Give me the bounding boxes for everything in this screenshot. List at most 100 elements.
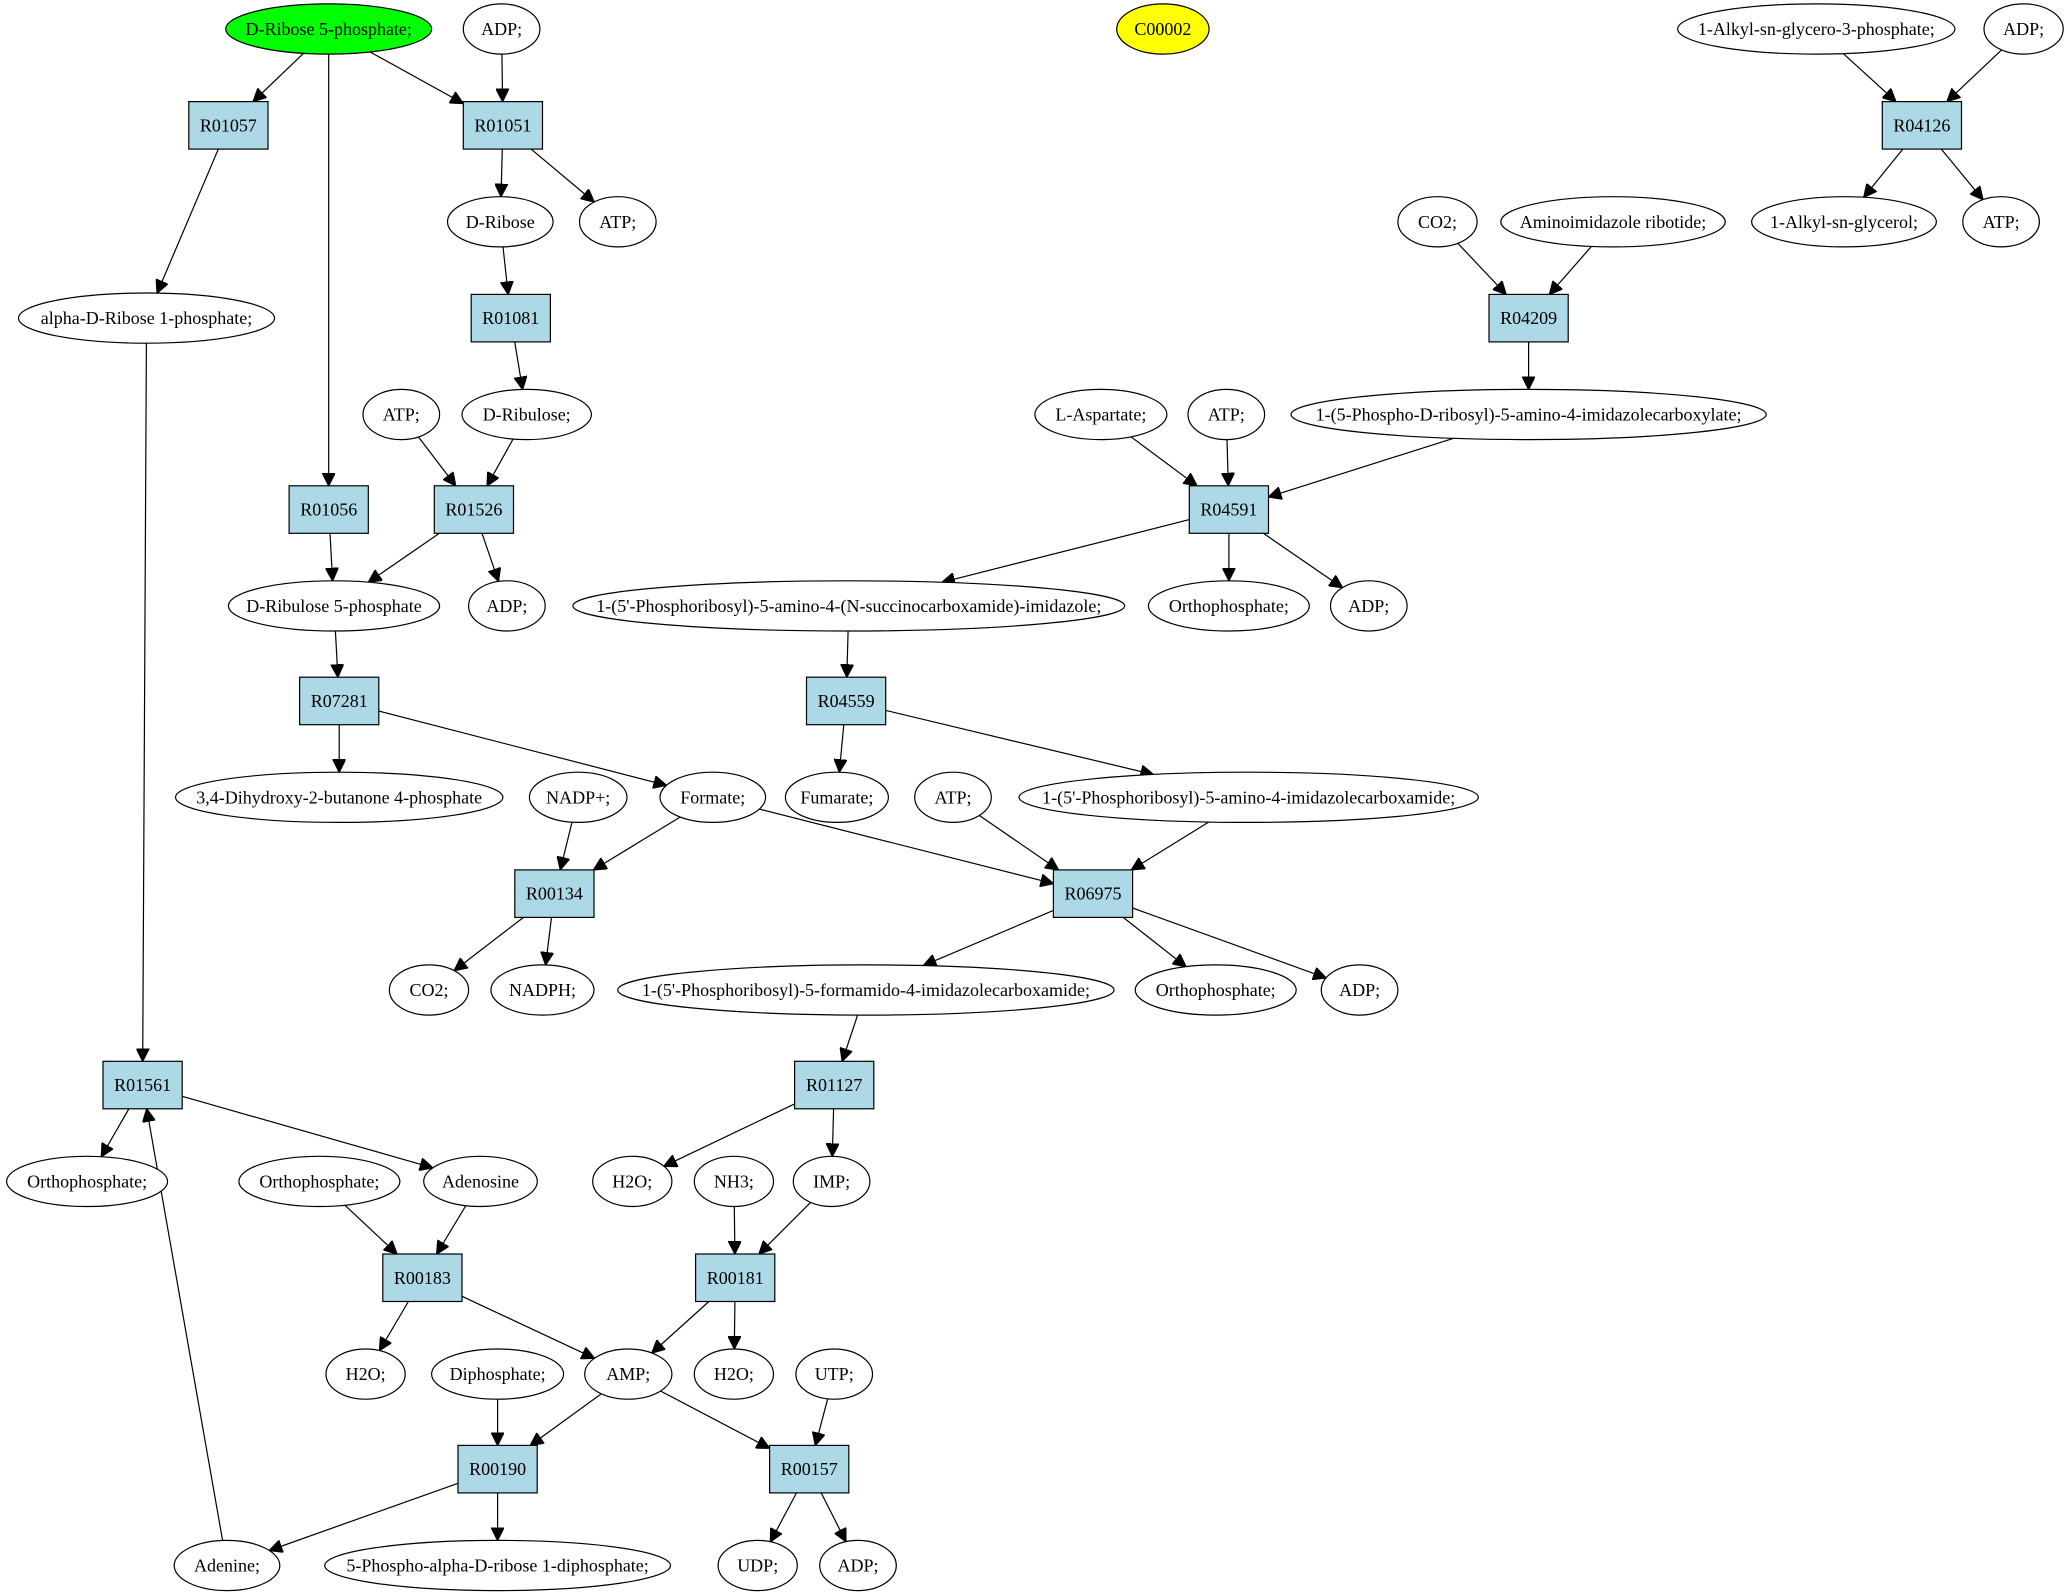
edge-c_co2a-to-r_R04209 <box>1457 242 1506 294</box>
compound-ellipse <box>914 771 992 824</box>
compound-node-c_saicar[interactable]: 1-(5'-Phosphoribosyl)-5-amino-4-(N-succi… <box>572 580 1126 632</box>
reaction-node-r_R01057[interactable]: R01057 <box>188 100 269 150</box>
compound-ellipse <box>362 388 441 441</box>
compound-node-c_adp6[interactable]: ADP; <box>819 1539 897 1592</box>
edge-r_R00181-to-c_amp <box>652 1301 710 1354</box>
compound-ellipse <box>227 580 441 632</box>
compound-node-c_aicar[interactable]: 1-(5'-Phosphoribosyl)-5-amino-4-imidazol… <box>1018 771 1479 824</box>
reaction-node-r_R01526[interactable]: R01526 <box>433 485 515 534</box>
reaction-node-r_R04591[interactable]: R04591 <box>1188 485 1270 534</box>
compound-node-c_pi1[interactable]: Orthophosphate; <box>1147 580 1311 632</box>
reaction-node-r_R00181[interactable]: R00181 <box>694 1253 776 1303</box>
node-label: R04126 <box>1893 115 1950 135</box>
reaction-node-r_R04559[interactable]: R04559 <box>805 676 887 726</box>
reaction-box <box>382 1253 463 1303</box>
compound-node-c_amp[interactable]: AMP; <box>584 1348 673 1400</box>
reaction-node-r_R07281[interactable]: R07281 <box>299 676 380 726</box>
compound-node-c_co2a[interactable]: CO2; <box>1397 196 1478 248</box>
compound-node-c_cair[interactable]: 1-(5-Phospho-D-ribosyl)-5-amino-4-imidaz… <box>1290 388 1767 441</box>
reaction-node-r_R04126[interactable]: R04126 <box>1881 100 1963 150</box>
compound-node-c_nh3[interactable]: NH3; <box>693 1155 775 1208</box>
compound-node-c_atp2[interactable]: ATP; <box>1962 196 2040 248</box>
compound-node-c_atp4[interactable]: ATP; <box>1187 388 1266 441</box>
compound-node-c_alkgly[interactable]: 1-Alkyl-sn-glycerol; <box>1750 196 1937 248</box>
compound-node-c_udp[interactable]: UDP; <box>717 1539 798 1592</box>
node-label: R00181 <box>707 1268 764 1288</box>
node-label: Adenosine <box>442 1171 519 1191</box>
compound-ellipse <box>490 964 595 1016</box>
compound-ellipse <box>1750 196 1937 248</box>
compound-node-c_asp[interactable]: L-Aspartate; <box>1034 388 1168 441</box>
compound-node-c_ppi[interactable]: Diphosphate; <box>431 1348 565 1400</box>
compound-node-c_adp5[interactable]: ADP; <box>1320 964 1399 1016</box>
compound-node-c_dhbp[interactable]: 3,4-Dihydroxy-2-butanone 4-phosphate <box>174 771 504 824</box>
compound-node-c_adp4[interactable]: ADP; <box>1329 580 1408 632</box>
reaction-node-r_R01561[interactable]: R01561 <box>102 1060 183 1110</box>
compound-node-c_alkg3p[interactable]: 1-Alkyl-sn-glycero-3-phosphate; <box>1677 3 1956 55</box>
edge-r_R04559-to-c_aicar <box>885 709 1154 774</box>
reaction-node-r_R01081[interactable]: R01081 <box>470 293 552 343</box>
compound-node-c_h2o2[interactable]: H2O; <box>325 1348 406 1400</box>
compound-node-c_atp3[interactable]: ATP; <box>362 388 441 441</box>
compound-ellipse <box>174 771 504 824</box>
compound-node-c_nadp[interactable]: NADP+; <box>528 771 628 824</box>
compound-node-c_dribulose[interactable]: D-Ribulose; <box>461 388 592 441</box>
compound-node-c_prpp[interactable]: 5-Phospho-alpha-D-ribose 1-diphosphate; <box>324 1539 672 1592</box>
compound-node-c_adp3[interactable]: ADP; <box>468 580 546 632</box>
reaction-box <box>462 100 544 150</box>
compound-ellipse <box>1320 964 1399 1016</box>
reaction-node-r_R00134[interactable]: R00134 <box>514 869 595 919</box>
compound-node-c_faicar[interactable]: 1-(5'-Phosphoribosyl)-5-formamido-4-imid… <box>617 964 1115 1016</box>
compound-node-c_atp5[interactable]: ATP; <box>914 771 992 824</box>
edge-c_dr5p-to-r_R01051 <box>369 51 463 104</box>
edge-c_atp5-to-r_R06975 <box>979 815 1058 870</box>
reaction-node-r_R00183[interactable]: R00183 <box>382 1253 463 1303</box>
compound-node-c_fumarate[interactable]: Fumarate; <box>784 771 890 824</box>
compound-node-c_pi3[interactable]: Orthophosphate; <box>5 1155 169 1208</box>
compound-node-c_co2b[interactable]: CO2; <box>388 964 470 1016</box>
compound-node-c_nadph[interactable]: NADPH; <box>490 964 595 1016</box>
node-label: CO2; <box>409 980 448 1000</box>
edge-r_R01561-to-c_pi3 <box>101 1108 130 1157</box>
reaction-node-r_R01051[interactable]: R01051 <box>462 100 544 150</box>
compound-node-c_h2o3[interactable]: H2O; <box>693 1348 775 1400</box>
compound-node-c_utp[interactable]: UTP; <box>795 1348 874 1400</box>
compound-node-c_adr1p[interactable]: alpha-D-Ribose 1-phosphate; <box>17 292 276 344</box>
compound-node-c_adp1[interactable]: ADP; <box>462 3 541 55</box>
compound-node-c_pi2[interactable]: Orthophosphate; <box>1134 964 1297 1016</box>
compound-node-c_dribose[interactable]: D-Ribose <box>446 196 554 248</box>
reaction-node-r_R00157[interactable]: R00157 <box>768 1444 850 1494</box>
compound-ellipse <box>578 196 657 248</box>
compound-node-c_adp2[interactable]: ADP; <box>1983 3 2064 55</box>
node-label: R07281 <box>311 691 368 711</box>
node-label: R01056 <box>300 500 357 520</box>
reaction-box <box>188 100 269 150</box>
reaction-node-r_R04209[interactable]: R04209 <box>1488 293 1569 343</box>
edge-r_R00157-to-c_adp6 <box>820 1492 846 1542</box>
compound-node-c_formate[interactable]: Formate; <box>659 771 767 824</box>
edge-r_R07281-to-c_formate <box>378 710 667 785</box>
compound-node-c_pi4[interactable]: Orthophosphate; <box>238 1155 401 1208</box>
compound-node-c_ru5p[interactable]: D-Ribulose 5-phosphate <box>227 580 441 632</box>
reaction-node-r_R01056[interactable]: R01056 <box>288 485 369 534</box>
compound-node-c_adenosine[interactable]: Adenosine <box>423 1155 538 1208</box>
compound-node-c_c00002[interactable]: C00002 <box>1116 3 1210 55</box>
compound-ellipse <box>795 1348 874 1400</box>
compound-node-c_adenine[interactable]: Adenine; <box>173 1539 281 1592</box>
compound-node-c_atp1[interactable]: ATP; <box>578 196 657 248</box>
node-label: R01081 <box>482 308 539 328</box>
compound-ellipse <box>1290 388 1767 441</box>
reaction-node-r_R01127[interactable]: R01127 <box>793 1060 875 1110</box>
edge-c_adr1p-to-r_R01561 <box>143 343 147 1061</box>
reaction-node-r_R06975[interactable]: R06975 <box>1052 869 1134 919</box>
compound-ellipse <box>659 771 767 824</box>
compound-node-c_imp[interactable]: IMP; <box>792 1155 871 1208</box>
compound-node-c_air[interactable]: Aminoimidazole ribotide; <box>1500 196 1726 248</box>
reaction-node-r_R00190[interactable]: R00190 <box>457 1444 538 1494</box>
compound-node-c_h2o1[interactable]: H2O; <box>592 1155 673 1208</box>
reaction-box <box>299 676 380 726</box>
node-label: D-Ribose 5-phosphate; <box>245 19 411 39</box>
compound-node-c_dr5p[interactable]: D-Ribose 5-phosphate; <box>225 3 433 55</box>
node-label: R04209 <box>1500 308 1557 328</box>
